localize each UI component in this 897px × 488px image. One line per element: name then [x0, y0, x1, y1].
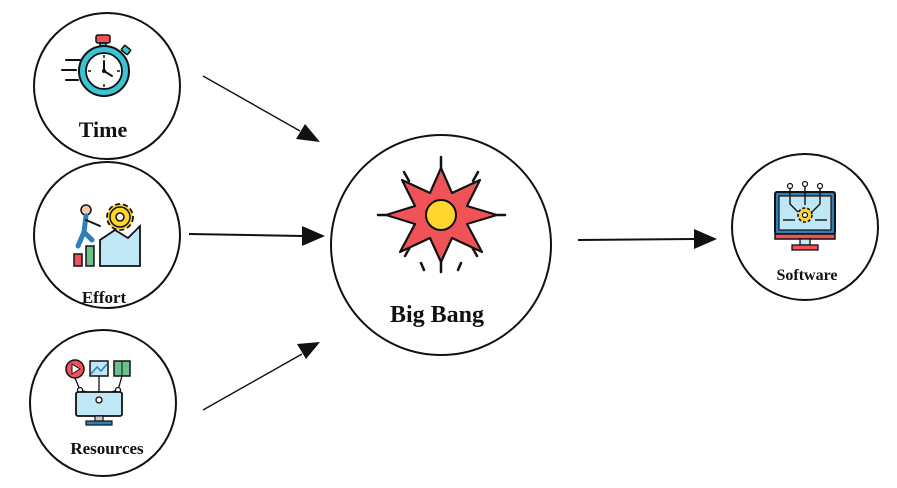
arrow-effort-to-bigbang — [188, 226, 325, 246]
resources-label: Resources — [70, 439, 144, 458]
arrow-resources-to-bigbang — [202, 342, 320, 411]
node-software: Software — [731, 153, 879, 301]
arrow-time-to-bigbang — [202, 75, 320, 142]
effort-label: Effort — [82, 288, 127, 307]
monitor-circuit-icon — [774, 180, 836, 251]
node-time: Time — [33, 12, 181, 160]
time-label: Time — [79, 117, 128, 142]
arrow-bigbang-to-software — [577, 229, 717, 249]
media-network-icon — [65, 359, 131, 426]
stopwatch-icon — [61, 34, 132, 97]
node-resources: Resources — [29, 329, 177, 477]
big-bang-label: Big Bang — [390, 302, 484, 328]
node-big-bang: Big Bang — [330, 134, 552, 356]
node-effort: Effort — [33, 161, 181, 309]
climber-gear-icon — [73, 203, 141, 267]
explosion-icon — [376, 155, 507, 274]
software-label: Software — [776, 267, 837, 284]
